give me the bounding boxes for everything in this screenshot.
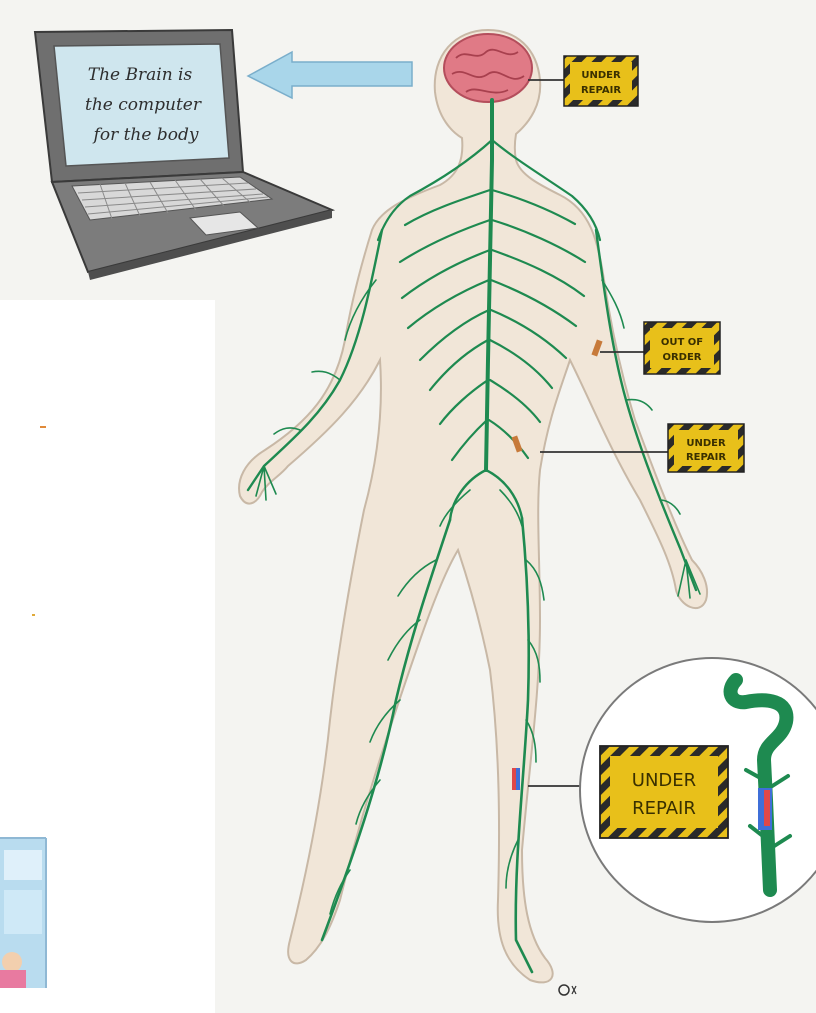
arrow-to-laptop: [248, 52, 412, 98]
sign-brain-line-1: UNDER: [581, 70, 621, 81]
sign-brain-line-2: REPAIR: [581, 85, 621, 96]
sign-hip-line-2: REPAIR: [686, 452, 726, 463]
thumbnail-image: [0, 838, 46, 988]
sign-leg-zoom-line-1: UNDER: [632, 770, 696, 791]
sign-arm: OUT OF ORDER: [644, 322, 720, 374]
copyright-mark-icon: [559, 985, 576, 995]
laptop-text-line-2: the computer: [85, 95, 202, 115]
sign-leg-zoom-line-2: REPAIR: [632, 798, 696, 819]
laptop-text-line-1: The Brain is: [88, 65, 193, 85]
sign-hip: UNDER REPAIR: [668, 424, 744, 472]
zoom-circle: UNDER REPAIR: [580, 658, 816, 922]
laptop-text-line-3: for the body: [92, 125, 199, 145]
sign-arm-line-2: ORDER: [662, 352, 701, 363]
sign-leg-zoom: UNDER REPAIR: [600, 746, 728, 838]
sign-arm-line-1: OUT OF: [661, 337, 703, 348]
sign-brain: UNDER REPAIR: [564, 56, 638, 106]
brain: [444, 34, 532, 102]
stray-mark: [40, 426, 46, 428]
stray-mark: [32, 614, 35, 616]
sign-hip-line-1: UNDER: [686, 438, 726, 449]
